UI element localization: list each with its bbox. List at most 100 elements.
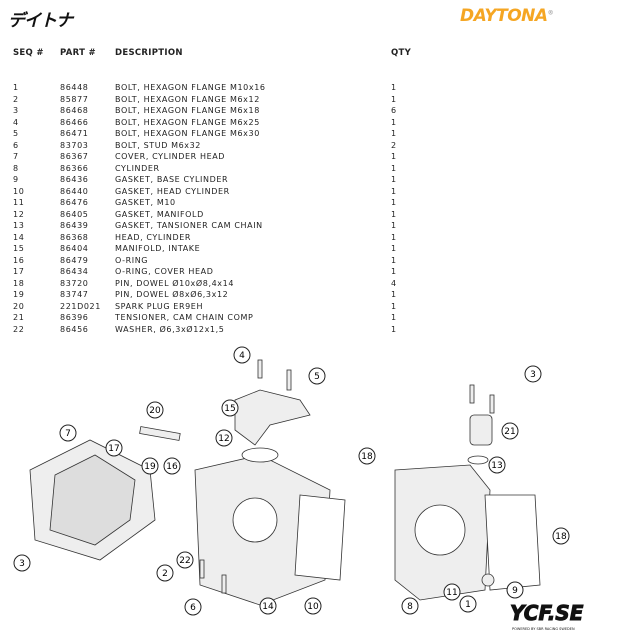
cell-desc: GASKET, M10 <box>115 198 176 207</box>
cell-qty: 1 <box>391 209 397 219</box>
cell-qty: 1 <box>391 255 397 265</box>
callout: 3 <box>13 554 31 572</box>
cell-desc: PIN, DOWEL Ø10xØ8,4x14 <box>115 278 235 288</box>
callout-circle <box>176 551 194 569</box>
callout-circle <box>524 365 542 383</box>
callout-number: 17 <box>108 444 119 454</box>
callout-circle <box>184 598 202 616</box>
cell-desc: WASHER, Ø6,3xØ12x1,5 <box>115 324 225 334</box>
col-part: PART # <box>60 48 96 58</box>
callout-circle <box>506 581 524 599</box>
callout-circle <box>59 424 77 442</box>
manifold-gasket <box>241 447 279 463</box>
callout-number: 18 <box>361 452 373 462</box>
cell-part: 86440 <box>60 186 89 196</box>
cell-part: 86471 <box>60 129 89 138</box>
cell-qty: 1 <box>391 324 397 334</box>
callout-number: 14 <box>262 602 274 612</box>
cell-part: 86466 <box>60 117 89 127</box>
cell-qty: 1 <box>391 267 397 276</box>
callout: 18 <box>358 447 376 465</box>
callout-number: 22 <box>179 556 190 566</box>
callout-circle <box>221 399 239 417</box>
callout: 10 <box>304 597 322 615</box>
col-desc: DESCRIPTION <box>115 48 183 58</box>
cell-desc: BOLT, HEXAGON FLANGE M6x30 <box>115 129 260 138</box>
cell-part: 86479 <box>60 255 89 265</box>
cell-part: 86396 <box>60 313 89 322</box>
callout-number: 20 <box>149 406 161 416</box>
callout: 7 <box>59 424 77 442</box>
cell-part: 86434 <box>60 267 89 276</box>
callout-number: 7 <box>65 429 71 439</box>
cell-part: 86405 <box>60 209 89 219</box>
callout-circle <box>552 527 570 545</box>
callout-number: 8 <box>407 602 413 612</box>
base-gasket <box>484 494 541 591</box>
cell-seq: 8 <box>13 163 19 173</box>
callout-circle <box>358 447 376 465</box>
cell-qty: 1 <box>391 301 397 311</box>
callout: 22 <box>176 551 194 569</box>
cell-qty: 1 <box>391 94 397 104</box>
cell-seq: 18 <box>13 278 25 288</box>
callout-number: 5 <box>314 372 320 382</box>
cell-seq: 6 <box>13 140 19 150</box>
callout: 1 <box>459 595 477 613</box>
cell-part: 221D021 <box>60 301 101 311</box>
callout-number: 12 <box>218 434 229 444</box>
cell-seq: 20 <box>13 301 25 311</box>
callout-number: 3 <box>19 559 25 569</box>
cell-seq: 9 <box>13 175 19 184</box>
callout-circle <box>443 583 461 601</box>
cell-desc: BOLT, HEXAGON FLANGE M6x12 <box>115 94 260 104</box>
cell-seq: 1 <box>13 83 19 92</box>
callout-circle <box>488 456 506 474</box>
cell-desc: CYLINDER <box>115 163 160 173</box>
callout: 16 <box>163 457 181 475</box>
cell-qty: 2 <box>391 140 397 150</box>
callout-circle <box>259 597 277 615</box>
callout-circle <box>304 597 322 615</box>
callout-number: 13 <box>491 461 502 471</box>
col-qty: QTY <box>391 48 412 58</box>
callout-number: 21 <box>504 427 515 437</box>
cell-seq: 17 <box>13 267 25 276</box>
cell-seq: 3 <box>13 106 19 115</box>
callout: 5 <box>308 367 326 385</box>
cell-part: 86367 <box>60 152 89 161</box>
callout-number: 4 <box>239 351 245 361</box>
cell-seq: 15 <box>13 244 25 253</box>
cell-part: 86439 <box>60 221 89 230</box>
cell-desc: BOLT, HEXAGON FLANGE M10x16 <box>115 83 266 92</box>
callout: 6 <box>184 598 202 616</box>
cell-qty: 4 <box>391 278 397 288</box>
cell-part: 83747 <box>60 290 89 299</box>
cell-desc: GASKET, HEAD CYLINDER <box>115 186 230 196</box>
cell-qty: 1 <box>391 117 397 127</box>
callout-number: 6 <box>190 603 196 613</box>
cell-qty: 1 <box>391 175 397 184</box>
cell-part: 86368 <box>60 232 89 242</box>
callout: 17 <box>105 439 123 457</box>
cell-qty: 1 <box>391 152 397 161</box>
callout: 20 <box>146 401 164 419</box>
callout-number: 3 <box>530 370 536 380</box>
callout-number: 1 <box>465 600 471 610</box>
callout: 2 <box>156 564 174 582</box>
cell-seq: 10 <box>13 186 25 196</box>
cell-qty: 1 <box>391 221 397 230</box>
cell-desc: GASKET, BASE CYLINDER <box>115 175 229 184</box>
spark-plug <box>139 426 181 441</box>
